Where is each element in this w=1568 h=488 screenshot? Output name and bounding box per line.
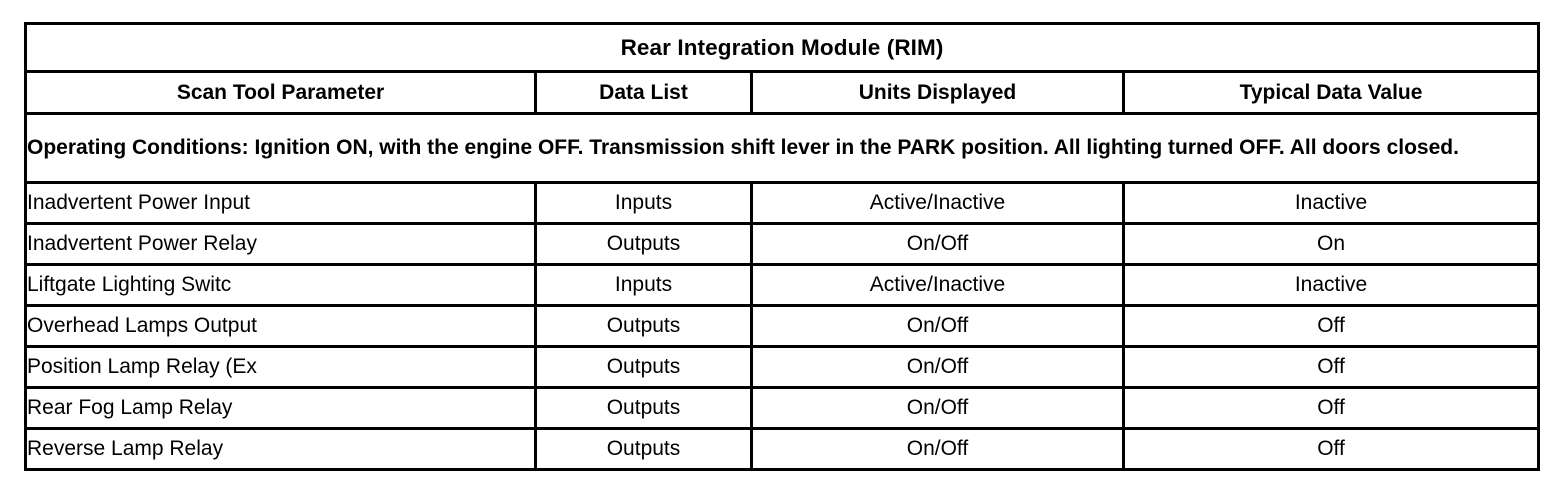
cell-parameter: Reverse Lamp Relay bbox=[24, 427, 537, 471]
table-row: Overhead Lamps Output Outputs On/Off Off bbox=[24, 304, 1541, 348]
cell-parameter: Inadvertent Power Input bbox=[24, 181, 537, 225]
cell-parameter: Rear Fog Lamp Relay bbox=[24, 386, 537, 430]
cell-units: On/Off bbox=[750, 386, 1125, 430]
cell-typical-value: Off bbox=[1121, 345, 1541, 389]
cell-units: On/Off bbox=[750, 345, 1125, 389]
table-row: Liftgate Lighting Switc Inputs Active/In… bbox=[24, 263, 1541, 307]
operating-conditions-row: Operating Conditions: Ignition ON, with … bbox=[23, 112, 1541, 184]
cell-units: On/Off bbox=[750, 304, 1125, 348]
table-title: Rear Integration Module (RIM) bbox=[23, 22, 1541, 73]
table-body: Rear Integration Module (RIM) Scan Tool … bbox=[23, 22, 1541, 471]
table-header-row: Scan Tool Parameter Data List Units Disp… bbox=[24, 70, 1541, 115]
rim-scan-tool-data-table: Rear Integration Module (RIM) Scan Tool … bbox=[23, 22, 1541, 471]
cell-typical-value: Inactive bbox=[1121, 263, 1541, 307]
table-row: Inadvertent Power Input Inputs Active/In… bbox=[24, 181, 1541, 225]
operating-conditions-text: Operating Conditions: Ignition ON, with … bbox=[23, 112, 1541, 184]
cell-typical-value: Inactive bbox=[1121, 181, 1541, 225]
table-row: Inadvertent Power Relay Outputs On/Off O… bbox=[24, 222, 1541, 266]
cell-parameter: Position Lamp Relay (Ex bbox=[24, 345, 537, 389]
cell-data-list: Outputs bbox=[534, 304, 753, 348]
cell-data-list: Inputs bbox=[534, 181, 753, 225]
cell-data-list: Outputs bbox=[534, 222, 753, 266]
cell-parameter: Overhead Lamps Output bbox=[24, 304, 537, 348]
cell-typical-value: Off bbox=[1121, 304, 1541, 348]
column-header-units-displayed: Units Displayed bbox=[750, 70, 1125, 115]
cell-data-list: Inputs bbox=[534, 263, 753, 307]
cell-units: On/Off bbox=[750, 427, 1125, 471]
cell-units: Active/Inactive bbox=[750, 263, 1125, 307]
table-title-row: Rear Integration Module (RIM) bbox=[23, 22, 1541, 73]
cell-parameter: Inadvertent Power Relay bbox=[24, 222, 537, 266]
table-row: Position Lamp Relay (Ex Outputs On/Off O… bbox=[24, 345, 1541, 389]
table-row: Rear Fog Lamp Relay Outputs On/Off Off bbox=[24, 386, 1541, 430]
cell-parameter: Liftgate Lighting Switc bbox=[24, 263, 537, 307]
column-header-data-list: Data List bbox=[534, 70, 753, 115]
column-header-typical-data-value: Typical Data Value bbox=[1121, 70, 1541, 115]
cell-typical-value: On bbox=[1121, 222, 1541, 266]
cell-typical-value: Off bbox=[1121, 386, 1541, 430]
cell-units: Active/Inactive bbox=[750, 181, 1125, 225]
cell-units: On/Off bbox=[750, 222, 1125, 266]
table-row: Reverse Lamp Relay Outputs On/Off Off bbox=[24, 427, 1541, 471]
cell-data-list: Outputs bbox=[534, 427, 753, 471]
cell-typical-value: Off bbox=[1121, 427, 1541, 471]
cell-data-list: Outputs bbox=[534, 386, 753, 430]
cell-data-list: Outputs bbox=[534, 345, 753, 389]
column-header-scan-tool-parameter: Scan Tool Parameter bbox=[24, 70, 537, 115]
